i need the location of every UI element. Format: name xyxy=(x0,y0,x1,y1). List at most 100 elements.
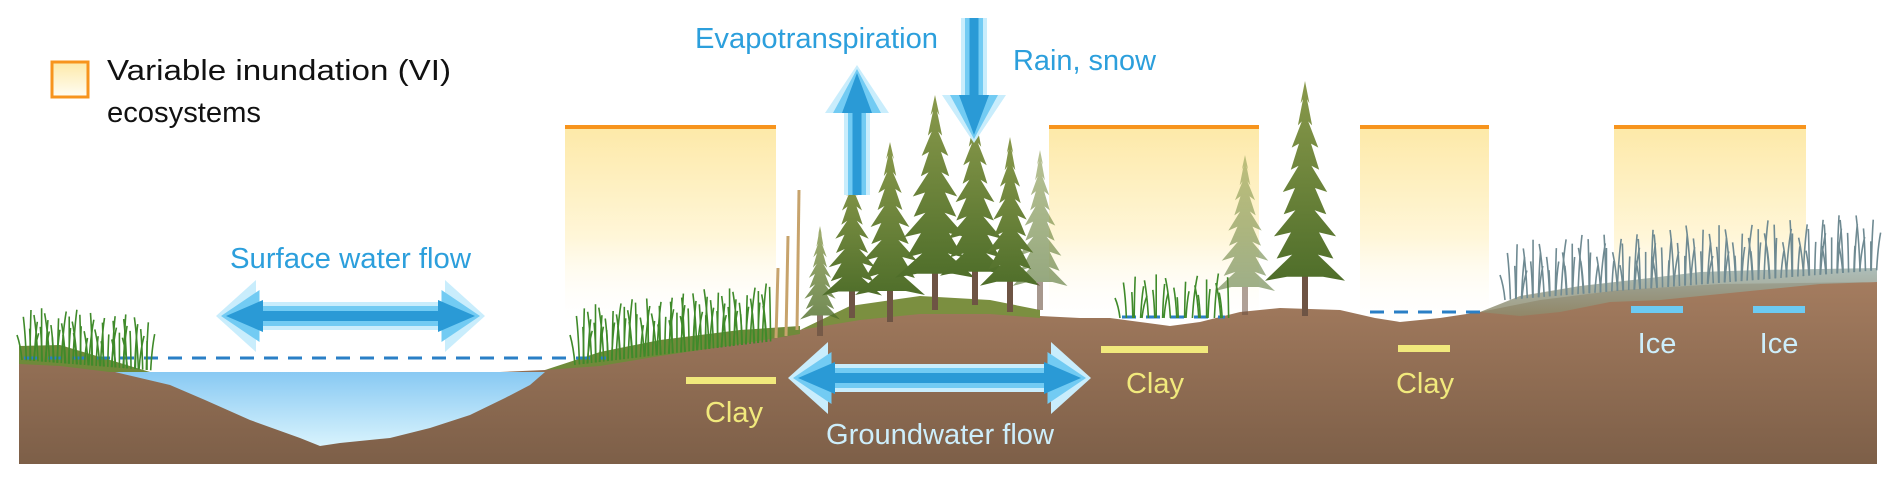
sedge-grass xyxy=(1114,273,1230,319)
grass-blade xyxy=(1173,287,1178,319)
grass-blade xyxy=(149,333,156,371)
grass-blade xyxy=(704,296,708,350)
grass-blade xyxy=(1692,238,1698,285)
grass-blade xyxy=(1579,261,1585,294)
conifer-tree xyxy=(1265,81,1345,316)
ice-label: Ice xyxy=(1638,328,1677,360)
tree-foliage xyxy=(1215,155,1275,291)
grass-blade xyxy=(617,325,621,360)
grass-blade xyxy=(1774,237,1778,279)
arrow-layer xyxy=(216,18,1091,414)
grass-blade xyxy=(1870,219,1875,271)
legend-label-line2: ecosystems xyxy=(107,97,261,129)
grass-blade xyxy=(768,286,772,342)
grass-blade xyxy=(1797,246,1801,277)
grass-blade xyxy=(1183,281,1187,319)
grass-blade xyxy=(1853,224,1859,273)
grass-blade xyxy=(720,314,728,348)
grass-blade xyxy=(1564,265,1568,296)
grass-blade xyxy=(1757,242,1762,280)
grass-blade xyxy=(101,322,105,367)
grass-blade xyxy=(1823,224,1828,275)
grass-blade xyxy=(639,317,646,357)
grass-blade xyxy=(1185,291,1190,319)
conifer-tree xyxy=(940,110,1010,305)
ice-layer xyxy=(1753,306,1805,313)
groundwater-flow-label: Groundwater flow xyxy=(826,419,1055,451)
grass-blade xyxy=(1218,292,1223,319)
grass-blade xyxy=(1213,273,1220,319)
grass-blade xyxy=(133,324,139,370)
grass-blade xyxy=(1797,237,1805,277)
dead-tree-snag xyxy=(795,189,801,331)
grass-blade xyxy=(139,329,144,370)
conifer-tree xyxy=(1215,155,1275,315)
grass-blade xyxy=(1750,251,1754,281)
grass-blade xyxy=(1197,294,1201,319)
grass-blade xyxy=(650,313,658,356)
grass-blade xyxy=(605,330,609,362)
grass-blade xyxy=(44,331,51,362)
grass-blade xyxy=(1499,274,1506,301)
grass-blade xyxy=(1734,255,1737,282)
grass-blade xyxy=(1538,243,1545,297)
grass-blade xyxy=(1660,247,1664,288)
clay-layer xyxy=(1398,345,1450,352)
grass-blade xyxy=(1855,215,1861,272)
ice-label: Ice xyxy=(1760,328,1799,360)
grass-blade xyxy=(692,293,698,351)
grass-blade xyxy=(1627,256,1631,291)
surface-water-flow-label: Surface water flow xyxy=(230,243,472,275)
grass-blade xyxy=(1611,260,1615,292)
vi-band-3 xyxy=(1360,125,1489,327)
tree-foliage xyxy=(1012,150,1068,286)
grass-blade xyxy=(1191,275,1199,319)
grass-blade xyxy=(56,329,61,363)
clay-label: Clay xyxy=(1126,368,1185,400)
grass-blade xyxy=(1611,252,1619,292)
grass-blade xyxy=(1637,238,1642,290)
grass-blade xyxy=(1740,246,1746,282)
evapotranspiration-label: Evapotranspiration xyxy=(695,23,938,55)
legend-swatch xyxy=(50,60,90,99)
grass-blade xyxy=(669,301,674,354)
grass-blade xyxy=(1139,286,1145,319)
grass-blade xyxy=(1548,270,1551,297)
grass-blade xyxy=(33,314,39,362)
surface-water-flow-arrow xyxy=(216,280,485,352)
grass-blade xyxy=(133,317,140,370)
grass-blade xyxy=(708,307,715,349)
grass-blade xyxy=(628,321,633,359)
grass-blade xyxy=(79,326,82,365)
arrow-layer-shape xyxy=(842,73,872,195)
grass-blade xyxy=(145,322,150,370)
clay-label: Clay xyxy=(705,397,764,429)
grass-blade xyxy=(732,291,739,346)
tree-foliage xyxy=(800,226,840,320)
groundwater-flow-arrow xyxy=(788,342,1091,414)
arrow-layer-shape xyxy=(226,300,475,332)
grass-blade xyxy=(129,330,132,369)
grass-blade xyxy=(586,311,593,364)
grass-blade xyxy=(29,309,32,361)
grass-blade xyxy=(83,337,89,366)
grass-blade xyxy=(575,315,581,365)
grass-blade xyxy=(1554,261,1560,296)
grass-blade xyxy=(83,331,89,366)
grass-blade xyxy=(1594,265,1599,293)
clay-label: Clay xyxy=(1396,368,1455,400)
grass-blade xyxy=(644,305,651,357)
grass-blade xyxy=(1194,285,1200,319)
grass-blade xyxy=(1215,282,1222,319)
grass-blade xyxy=(1131,292,1134,319)
tree-foliage xyxy=(940,110,1010,276)
grass-blade xyxy=(67,327,72,364)
clay-layer xyxy=(686,377,776,384)
grass-blade xyxy=(72,332,78,365)
grass-blade xyxy=(716,292,720,348)
grass-blade xyxy=(51,336,55,363)
grass-blade xyxy=(1780,250,1785,278)
grass-blade xyxy=(598,307,605,362)
dead-tree-snag xyxy=(774,267,780,339)
grass-layer xyxy=(16,215,1882,371)
